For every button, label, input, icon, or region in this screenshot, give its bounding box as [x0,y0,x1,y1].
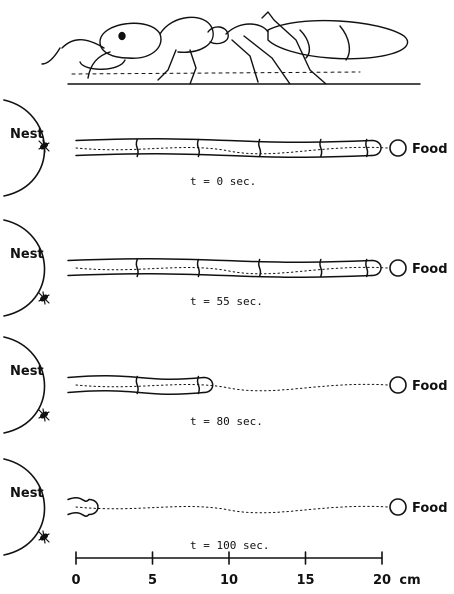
food-circle-icon [390,377,406,393]
ant-column [68,376,213,394]
nest-label: Nest [10,127,44,142]
scale-tick-label: 10 [220,573,238,588]
food-label: Food [412,379,448,394]
time-label: t = 100 sec. [190,539,269,552]
scale-tick-label: 20 [373,573,391,588]
scale-tick-label: 0 [71,573,80,588]
food-circle-icon [390,260,406,276]
ant-illustration-icon [42,12,420,84]
pheromone-path [76,384,388,390]
pheromone-path [76,147,388,153]
scale-tick-label: 5 [148,573,157,588]
scale-tick-label: 15 [296,573,314,588]
food-label: Food [412,501,448,516]
scale-unit-label: cm [399,573,420,588]
pheromone-path [76,506,388,512]
ant-icon [39,531,49,543]
time-label: t = 80 sec. [190,415,263,428]
nest-label: Nest [10,247,44,262]
ant-icon [39,292,49,304]
nest-label: Nest [10,364,44,379]
nest-arc [4,220,45,316]
food-label: Food [412,142,448,157]
nest-arc [4,100,45,196]
scale-bar: 0 5 10 15 20 cm [71,552,420,588]
time-label: t = 0 sec. [190,175,256,188]
nest-arc [4,459,45,555]
ant-column [68,259,381,277]
nest-label: Nest [10,486,44,501]
ant-icon [39,409,49,421]
food-circle-icon [390,499,406,515]
food-label: Food [412,262,448,277]
ant-column [68,498,98,516]
nest-arc [4,337,45,433]
time-label: t = 55 sec. [190,295,263,308]
food-circle-icon [390,140,406,156]
ant-column [76,139,381,157]
pheromone-path [76,267,388,273]
